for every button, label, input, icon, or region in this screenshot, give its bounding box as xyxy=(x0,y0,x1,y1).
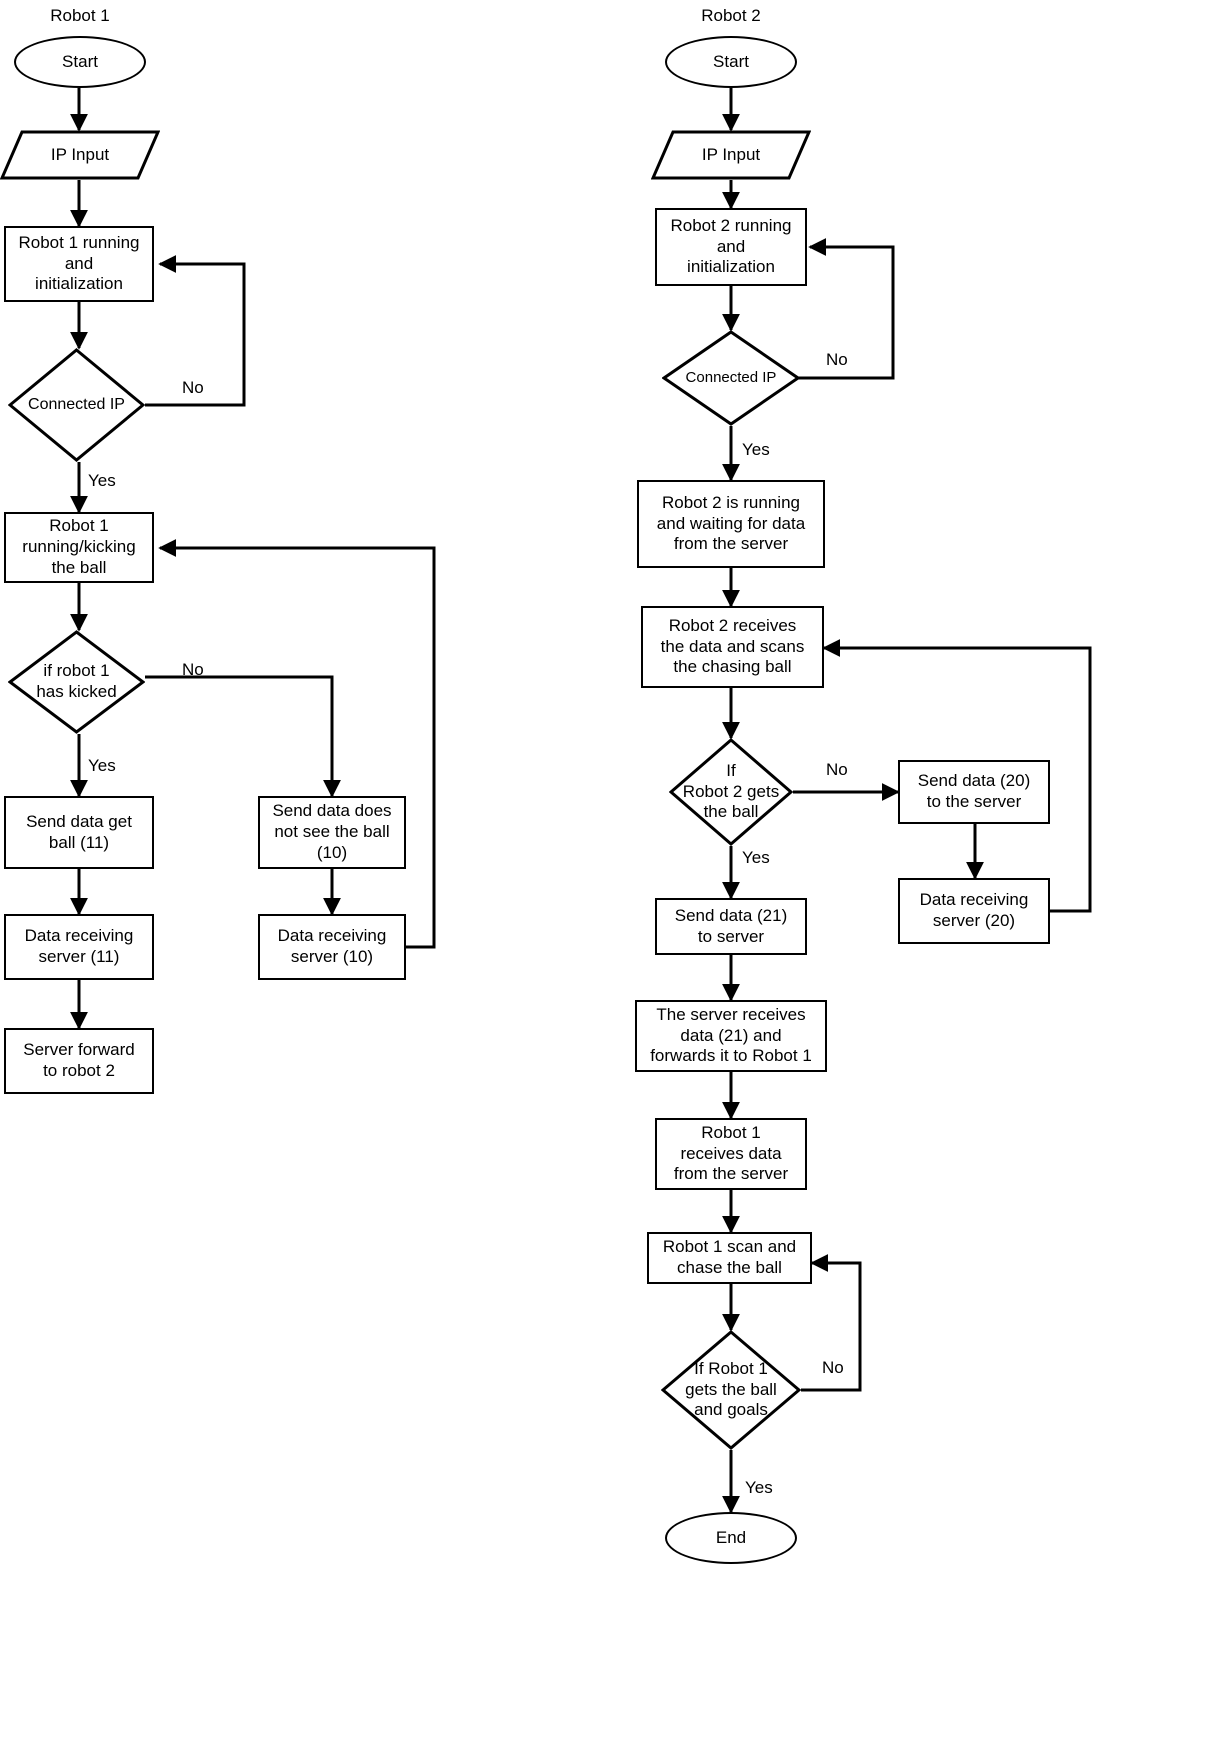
r2-recv-20-label: Data receiving server (20) xyxy=(919,890,1029,930)
r1-has-kicked-decision: if robot 1 has kicked xyxy=(8,630,145,734)
r2-server-forwards-label: The server receives data (21) and forwar… xyxy=(650,1004,812,1066)
r1-connected-no-label: No xyxy=(182,378,204,397)
r2-recv-20-process: Data receiving server (20) xyxy=(898,878,1050,944)
r2-robot1-receives-label: Robot 1 receives data from the server xyxy=(673,1122,789,1184)
r1-kicked-yes-label: Yes xyxy=(88,756,116,775)
r2-connected-ip-decision: Connected IP xyxy=(662,330,800,426)
r2-send-20-process: Send data (20) to the server xyxy=(898,760,1050,824)
r1-init-process: Robot 1 running and initialization xyxy=(4,226,154,302)
r1-send-no-ball-label: Send data does not see the ball (10) xyxy=(272,801,392,862)
r1-recv-11-label: Data receiving server (11) xyxy=(24,926,134,966)
r1-send-no-ball-process: Send data does not see the ball (10) xyxy=(258,796,406,869)
r2-robot1-scan-label: Robot 1 scan and chase the ball xyxy=(662,1237,797,1277)
r2-receives-scans-label: Robot 2 receives the data and scans the … xyxy=(660,615,805,677)
r1-recv-11-process: Data receiving server (11) xyxy=(4,914,154,980)
r1-init-label: Robot 1 running and initialization xyxy=(18,232,140,294)
r1-send-get-ball-label: Send data get ball (11) xyxy=(26,811,132,852)
column-title-robot1: Robot 1 xyxy=(50,6,110,25)
r2-gets-ball-yes-label: Yes xyxy=(742,848,770,867)
diamond-shape xyxy=(8,348,145,462)
r1-ip-input-label: IP Input xyxy=(50,144,110,164)
r1-has-kicked-label: if robot 1 has kicked xyxy=(36,661,117,701)
r2-end-label: End xyxy=(715,1527,747,1547)
r2-start-label: Start xyxy=(713,51,749,71)
r1-server-forward-label: Server forward to robot 2 xyxy=(23,1040,135,1080)
r1-kicking-label: Robot 1 running/kicking the ball xyxy=(22,516,136,577)
r2-waiting-label: Robot 2 is running and waiting for data … xyxy=(656,492,806,554)
diamond-shape xyxy=(669,738,793,846)
r2-ip-input-node: IP Input xyxy=(651,130,811,180)
r1-connected-ip-decision: Connected IP xyxy=(8,348,145,462)
r2-send-21-process: Send data (21) to server xyxy=(655,898,807,955)
r2-goals-no-label: No xyxy=(822,1358,844,1377)
r1-server-forward-process: Server forward to robot 2 xyxy=(4,1028,154,1094)
r2-robot1-goals-label: If Robot 1 gets the ball and goals xyxy=(685,1358,777,1420)
r2-goals-yes-label: Yes xyxy=(745,1478,773,1497)
r2-init-label: Robot 2 running and initialization xyxy=(670,215,792,277)
diamond-shape xyxy=(661,1330,801,1450)
r2-waiting-process: Robot 2 is running and waiting for data … xyxy=(637,480,825,568)
edge-r1-haskicked-no xyxy=(145,675,341,798)
r2-init-process: Robot 2 running and initialization xyxy=(655,208,807,286)
r1-kicked-no-label: No xyxy=(182,660,204,679)
r2-gets-ball-decision: If Robot 2 gets the ball xyxy=(669,738,793,846)
r1-send-get-ball-process: Send data get ball (11) xyxy=(4,796,154,869)
r1-start-terminator: Start xyxy=(14,36,146,88)
edge-r1-recv10-loopback xyxy=(158,539,436,949)
r2-connected-yes-label: Yes xyxy=(742,440,770,459)
diamond-shape xyxy=(662,330,800,426)
r2-ip-input-label: IP Input xyxy=(701,144,761,164)
parallelogram-shape xyxy=(651,130,811,180)
r2-robot1-receives-process: Robot 1 receives data from the server xyxy=(655,1118,807,1190)
r2-end-terminator: End xyxy=(665,1512,797,1564)
parallelogram-shape xyxy=(0,130,160,180)
r1-recv-10-process: Data receiving server (10) xyxy=(258,914,406,980)
r2-gets-ball-no-label: No xyxy=(826,760,848,779)
r2-send-21-label: Send data (21) to server xyxy=(674,905,788,946)
r2-server-forwards-process: The server receives data (21) and forwar… xyxy=(635,1000,827,1072)
r2-receives-scans-process: Robot 2 receives the data and scans the … xyxy=(641,606,824,688)
r2-robot1-goals-decision: If Robot 1 gets the ball and goals xyxy=(661,1330,801,1450)
r2-connected-no-label: No xyxy=(826,350,848,369)
r1-start-label: Start xyxy=(62,51,98,71)
r1-ip-input-node: IP Input xyxy=(0,130,160,180)
diamond-shape xyxy=(8,630,145,734)
r2-gets-ball-label: If Robot 2 gets the ball xyxy=(682,760,780,822)
r2-connected-ip-label: Connected IP xyxy=(685,368,777,386)
r2-robot1-scan-process: Robot 1 scan and chase the ball xyxy=(647,1232,812,1284)
r1-kicking-process: Robot 1 running/kicking the ball xyxy=(4,512,154,583)
r1-connected-ip-label: Connected IP xyxy=(28,396,125,414)
column-title-robot2: Robot 2 xyxy=(701,6,761,25)
r2-start-terminator: Start xyxy=(665,36,797,88)
r2-send-20-label: Send data (20) to the server xyxy=(917,771,1031,811)
r1-recv-10-label: Data receiving server (10) xyxy=(277,926,387,966)
r1-connected-yes-label: Yes xyxy=(88,471,116,490)
